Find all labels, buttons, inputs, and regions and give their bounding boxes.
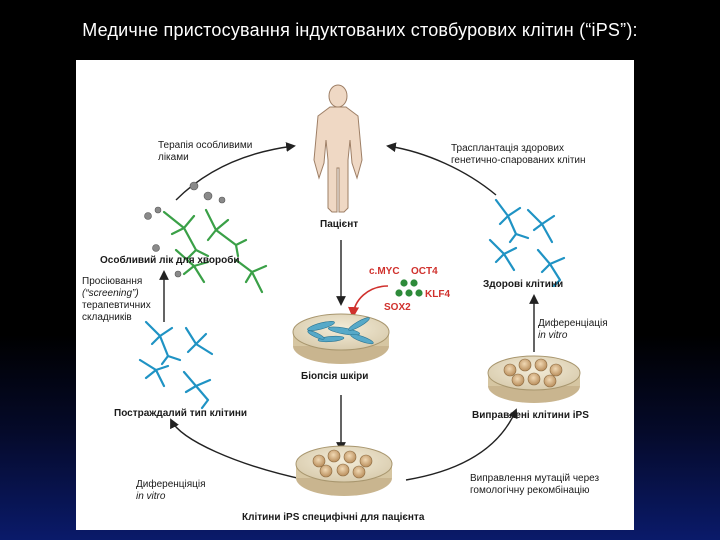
arrow-diff-bottom — [170, 418, 307, 481]
transplant-label: Трасплантація здорових генетично-спарова… — [451, 143, 586, 166]
cycle-arrows — [159, 142, 539, 481]
screening-label: Просіювання (“screening”) терапевтичних … — [82, 276, 151, 323]
diff-bottom-label: Диференціяція in vitro — [136, 479, 206, 502]
factor-dots — [395, 279, 423, 297]
arrow-transplant-to-patient — [386, 142, 497, 196]
factor-cmyc: c.MYC — [369, 266, 400, 277]
arrow-correction — [405, 408, 518, 481]
biopsy-dish — [292, 313, 390, 364]
slide-title: Медичне пристосування індуктованих стовб… — [82, 20, 638, 40]
correction-label: Виправлення мутацій через гомологічну ре… — [470, 473, 600, 496]
diff-top-label: Диференціація in vitro — [538, 318, 608, 341]
therapy-label: Терапія особливими ліками — [158, 140, 253, 163]
drug-particles — [144, 181, 226, 278]
factor-oct4: OCT4 — [411, 266, 438, 277]
arrow-factors — [347, 285, 389, 319]
skin-biopsy-label: Біопсія шкіри — [301, 371, 369, 382]
ips-diagram: Пацієнт Терапія особливими ліками Траспл… — [76, 60, 634, 530]
healthy-cells-label: Здорові клітини — [483, 279, 564, 290]
diagram-graphics — [138, 84, 581, 496]
patient-figure — [313, 84, 363, 213]
factor-klf4: KLF4 — [425, 289, 450, 300]
treated-neurons — [162, 208, 268, 294]
healthy-neurons — [488, 198, 566, 288]
affected-neurons — [138, 320, 214, 410]
ips-patient-label: Клітини iPS специфічні для пацієнта — [242, 512, 425, 523]
patient-label: Пацієнт — [320, 219, 359, 230]
corrected-ips-dish — [487, 355, 581, 403]
factor-sox2: SOX2 — [384, 302, 411, 313]
ips-dish — [295, 445, 393, 496]
corrected-ips-label: Виправлені клітини iPS — [472, 410, 589, 421]
affected-type-label: Постраждалий тип клітини — [114, 408, 248, 419]
disease-drug-label: Особливий лік для хвороби — [100, 255, 240, 266]
arrow-drug-to-patient — [175, 142, 296, 201]
